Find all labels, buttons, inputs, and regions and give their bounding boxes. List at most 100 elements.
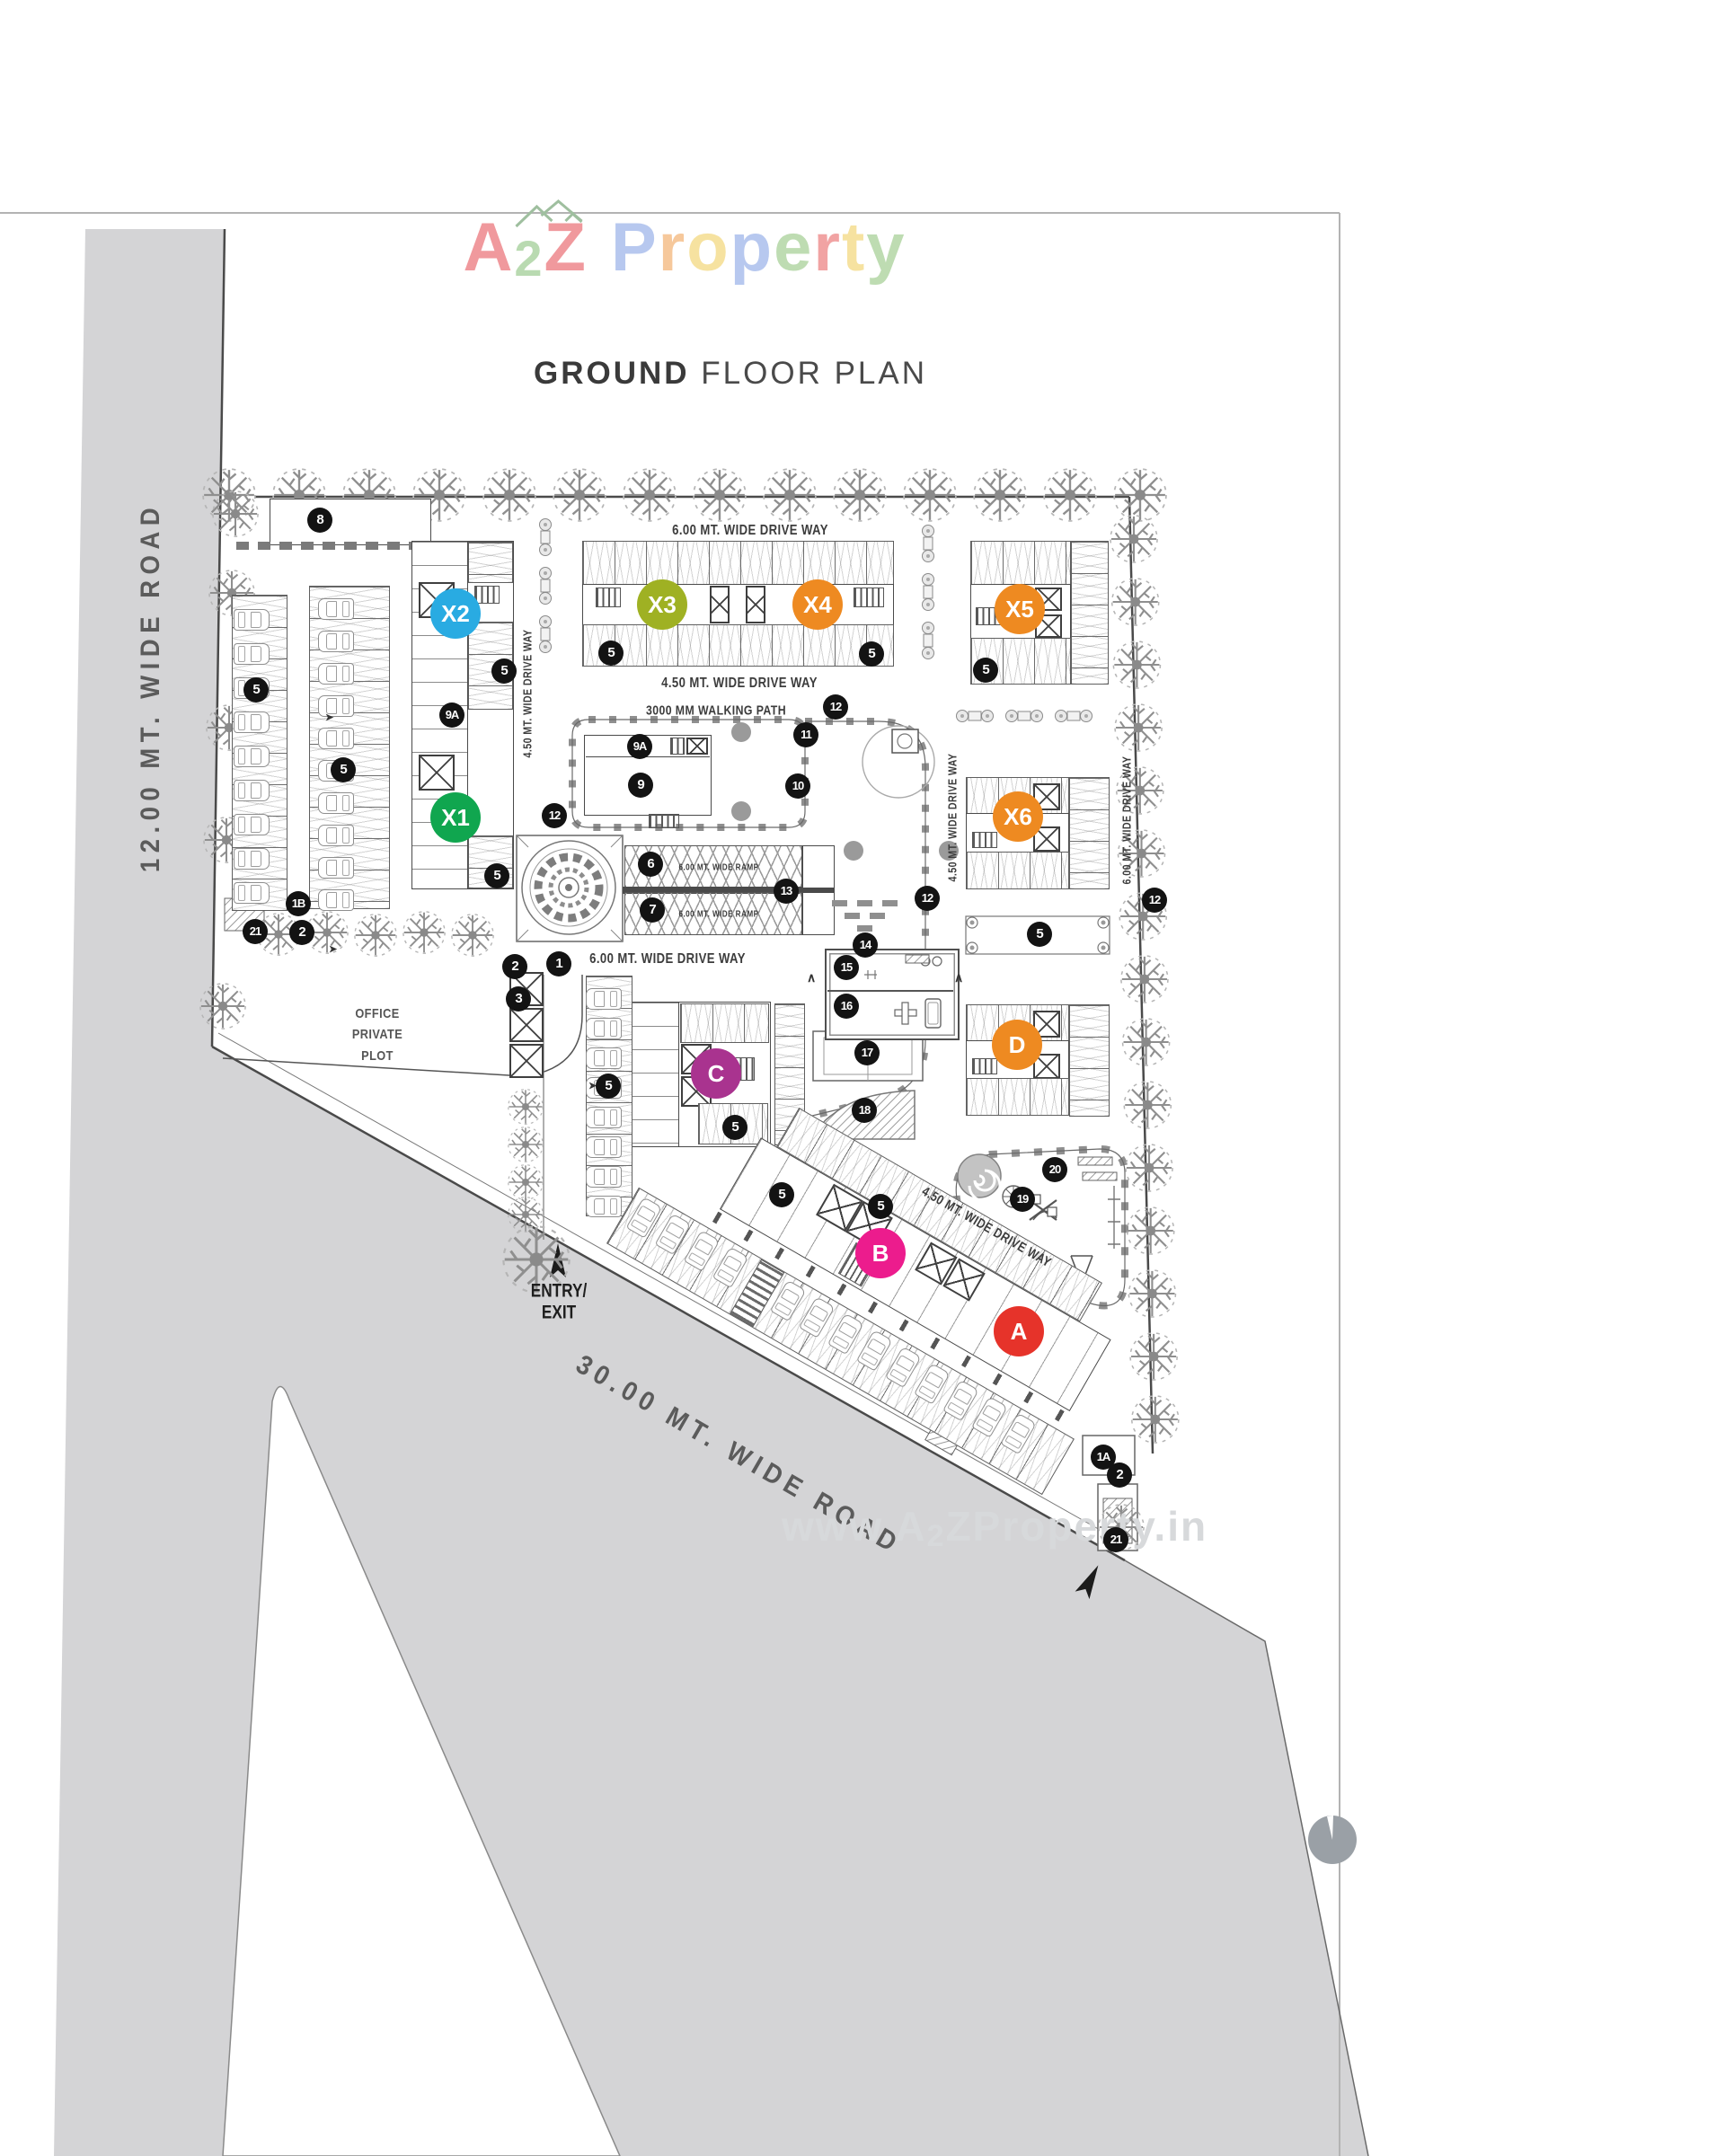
plan-marker-5: 5	[484, 863, 509, 888]
plan-marker-9A: 9A	[627, 734, 652, 759]
plan-marker-15: 15	[834, 955, 859, 980]
plan-marker-2: 2	[1107, 1462, 1132, 1488]
plan-marker-1: 1	[546, 951, 571, 976]
roundabout	[516, 835, 624, 942]
pie-icon	[1308, 1816, 1357, 1864]
car-icon	[318, 695, 354, 717]
building-x3-x4-corridor	[582, 584, 894, 626]
logo-letter: o	[686, 209, 730, 286]
logo-letter: A	[463, 209, 515, 286]
block-badge-C: C	[691, 1048, 741, 1099]
plan-marker-12: 12	[1142, 888, 1167, 913]
title-bold: GROUND	[533, 356, 690, 391]
plan-marker-10: 10	[785, 773, 810, 799]
driveway-label: 6.00 MT. WIDE DRIVE WAY	[589, 951, 746, 967]
plan-marker-2: 2	[289, 920, 314, 945]
road-fork-island	[222, 1385, 621, 2156]
title-rest: FLOOR PLAN	[689, 356, 928, 391]
car-icon	[586, 1047, 622, 1069]
car-icon	[234, 882, 270, 904]
driveway-label: 4.50 MT. WIDE DRIVE WAY	[945, 753, 960, 882]
car-icon	[234, 711, 270, 733]
plan-marker-5: 5	[596, 1074, 621, 1099]
plan-marker-5: 5	[598, 641, 624, 666]
car-icon	[318, 825, 354, 846]
car-icon	[318, 792, 354, 814]
page-title: GROUND FLOOR PLAN	[534, 356, 927, 392]
block-badge-X2: X2	[430, 588, 481, 639]
office-private-plot-label: OFFICE PRIVATE PLOT	[351, 1006, 403, 1064]
block-badge-X5: X5	[995, 584, 1045, 634]
plan-marker-5: 5	[331, 757, 356, 782]
car-icon	[234, 609, 270, 631]
plan-marker-7: 7	[640, 897, 665, 923]
car-icon	[234, 746, 270, 767]
plan-marker-16: 16	[834, 994, 859, 1019]
driveway-label: 6.00 MT. WIDE RAMP	[678, 862, 759, 873]
block-badge-B: B	[855, 1228, 906, 1278]
plan-marker-9A: 9A	[439, 702, 464, 728]
building-8	[270, 499, 431, 545]
building-x3-x4-stalls-top	[582, 541, 894, 586]
logo-letter: y	[866, 209, 907, 286]
plan-marker-21: 21	[1103, 1527, 1128, 1552]
car-icon	[318, 889, 354, 911]
plan-marker-5: 5	[243, 677, 269, 702]
car-icon	[234, 780, 270, 801]
plan-marker-20: 20	[1042, 1157, 1067, 1182]
block-badge-X3: X3	[637, 579, 687, 630]
car-icon	[318, 598, 354, 620]
car-icon	[318, 631, 354, 652]
driveway-label: 6.00 MT. WIDE DRIVE WAY	[1119, 755, 1134, 885]
plan-marker-19: 19	[1010, 1187, 1035, 1212]
plan-marker-12: 12	[915, 886, 940, 911]
entry-exit-label: ENTRY/ EXIT	[530, 1280, 588, 1322]
driveway-label: 6.00 MT. WIDE RAMP	[678, 909, 759, 920]
car-icon	[234, 643, 270, 665]
plan-marker-5: 5	[769, 1182, 794, 1207]
plan-marker-18: 18	[852, 1098, 877, 1123]
plan-marker-5: 5	[1027, 922, 1052, 947]
logo-letter: r	[658, 209, 687, 286]
plan-marker-17: 17	[854, 1040, 880, 1065]
logo-letter: e	[774, 209, 814, 286]
car-icon	[234, 848, 270, 870]
plan-marker-5: 5	[491, 658, 517, 684]
block-badge-A: A	[994, 1306, 1044, 1356]
logo-letter: r	[813, 209, 842, 286]
plan-marker-11: 11	[793, 722, 818, 747]
plan-marker-9: 9	[628, 773, 653, 798]
driveway-label: 4.50 MT. WIDE DRIVE WAY	[661, 676, 818, 691]
logo-letter: t	[841, 209, 867, 286]
plan-marker-13: 13	[774, 879, 799, 904]
plan-marker-8: 8	[307, 508, 332, 533]
plan-marker-5: 5	[973, 658, 998, 683]
car-icon	[586, 1018, 622, 1039]
logo-letter: P	[610, 209, 659, 286]
plan-marker-12: 12	[823, 694, 848, 720]
shrub-dots	[731, 722, 959, 861]
car-icon	[318, 663, 354, 685]
plan-marker-5: 5	[859, 641, 884, 667]
block-badge-D: D	[992, 1020, 1042, 1070]
logo-letter: 2	[514, 230, 544, 287]
plan-marker-14: 14	[853, 932, 878, 958]
driveway-label: 6.00 MT. WIDE DRIVE WAY	[672, 523, 828, 538]
plan-marker-3: 3	[506, 986, 531, 1012]
plan-marker-1B: 1B	[286, 891, 311, 916]
left-road-label: 12.00 MT. WIDE ROAD	[136, 501, 165, 873]
building-x3-x4-stalls-bottom	[582, 624, 894, 667]
plan-marker-21: 21	[243, 919, 268, 944]
car-icon	[586, 988, 622, 1010]
plan-marker-2: 2	[502, 954, 527, 979]
plan-marker-5: 5	[868, 1194, 893, 1219]
plan-marker-6: 6	[638, 852, 663, 877]
car-icon	[234, 814, 270, 835]
plan-marker-12: 12	[542, 803, 567, 828]
car-icon	[318, 728, 354, 749]
driveway-label: 3000 MM WALKING PATH	[645, 702, 787, 719]
watermark: www.A2ZProperty.in	[782, 1503, 1208, 1553]
